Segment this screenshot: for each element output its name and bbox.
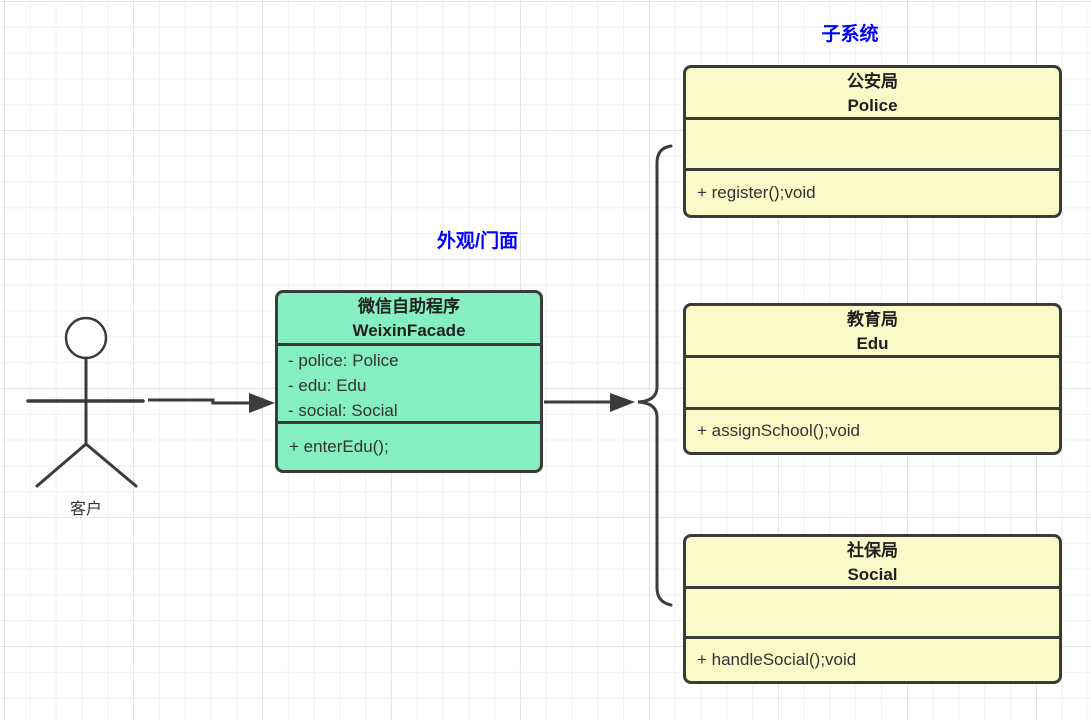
actor-figure[interactable] [26, 316, 145, 488]
class-methods-section: + register();void [686, 168, 1059, 215]
actor-head [64, 316, 108, 360]
class-social[interactable]: 社保局 Social + handleSocial();void [683, 534, 1062, 684]
class-title-cn: 社保局 [847, 541, 898, 560]
class-title-en: Social [847, 565, 898, 584]
class-methods-section: + handleSocial();void [686, 636, 1059, 681]
class-title: 教育局 Edu [686, 306, 1059, 355]
class-methods-section: + assignSchool();void [686, 407, 1059, 452]
class-method: + handleSocial();void [697, 650, 857, 669]
class-title-en: Police [847, 96, 898, 115]
actor-label[interactable]: 客户 [69, 501, 102, 518]
class-title: 微信自助程序 WeixinFacade [278, 293, 540, 343]
class-weixinfacade[interactable]: 微信自助程序 WeixinFacade - police: Police - e… [275, 290, 543, 473]
class-police[interactable]: 公安局 Police + register();void [683, 65, 1062, 218]
class-title-en: WeixinFacade [352, 321, 466, 340]
class-attributes-section [686, 586, 1059, 636]
class-title-cn: 公安局 [847, 72, 898, 91]
class-title: 社保局 Social [686, 537, 1059, 586]
actor-leg-right [84, 442, 138, 488]
arrowhead-icon [610, 393, 635, 412]
actor-leg-left [35, 442, 88, 488]
class-title-cn: 微信自助程序 [358, 297, 460, 316]
class-method: + enterEdu(); [289, 437, 389, 456]
subsystem-brace[interactable] [637, 144, 673, 607]
label-subsystem[interactable]: 子系统 [821, 24, 879, 45]
class-attribute: - edu: Edu [288, 376, 367, 395]
class-method: + assignSchool();void [697, 421, 861, 440]
class-attributes-section [686, 355, 1059, 407]
arrow-facade-to-subsystems[interactable] [544, 393, 635, 412]
class-title: 公安局 Police [686, 68, 1059, 117]
class-attributes-section [686, 117, 1059, 168]
class-title-en: Edu [856, 334, 889, 353]
arrowhead-icon [249, 393, 275, 413]
class-methods-section: + enterEdu(); [278, 421, 540, 470]
label-facade[interactable]: 外观/门面 [436, 231, 519, 252]
class-edu[interactable]: 教育局 Edu + assignSchool();void [683, 303, 1062, 455]
class-attribute: - police: Police [288, 351, 399, 370]
class-attribute: - social: Social [288, 401, 398, 420]
arrow-actor-to-facade[interactable] [148, 393, 275, 413]
class-attributes-section: - police: Police - edu: Edu - social: So… [278, 343, 540, 421]
class-title-cn: 教育局 [847, 310, 898, 329]
class-method: + register();void [697, 183, 816, 202]
